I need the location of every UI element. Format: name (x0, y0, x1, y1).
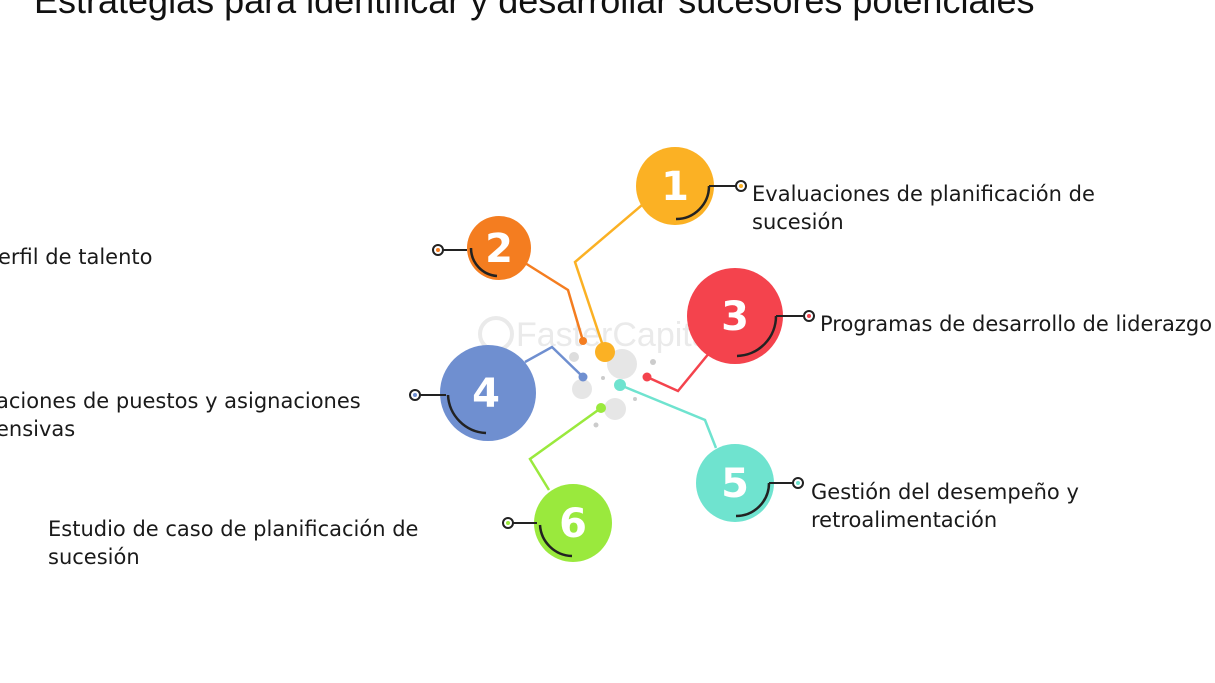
page-title: Estrategias para identificar y desarroll… (34, 0, 1035, 21)
step-6-center-dot (596, 403, 606, 413)
step-2: 2 (432, 216, 587, 345)
step-1-center-dot (595, 342, 615, 362)
step-3-number: 3 (721, 294, 749, 340)
step-6: 6 (502, 403, 612, 562)
step-1-label: Evaluaciones de planificación de sucesió… (752, 180, 1095, 236)
step-4-accent-arc (446, 394, 487, 435)
step-2-label: erfil de talento (0, 243, 152, 271)
step-5-circle (696, 444, 774, 522)
step-6-label-line-2: sucesión (48, 545, 140, 569)
step-5-accent-arc (735, 482, 771, 518)
step-2-leader-dot-fill (436, 248, 440, 252)
step-6-connector (528, 406, 602, 491)
step-3-label: Programas de desarrollo de liderazgo (820, 310, 1212, 338)
center-bubble (593, 422, 599, 428)
step-4-connector (524, 345, 584, 378)
step-5-connector (619, 383, 718, 449)
step-4-circle (440, 345, 536, 441)
step-3: 3 (642, 268, 815, 393)
step-2-number: 2 (485, 226, 513, 272)
step-1-label-line-1: Evaluaciones de planificación de (752, 182, 1095, 206)
step-5-label: Gestión del desempeño y retroalimentació… (811, 478, 1079, 534)
step-6-label: Estudio de caso de planificación de suce… (48, 515, 418, 571)
step-5-label-line-1: Gestión del desempeño y (811, 480, 1079, 504)
step-3-connector (646, 351, 711, 393)
step-6-label-line-1: Estudio de caso de planificación de (48, 517, 419, 541)
center-decoration (569, 349, 656, 428)
step-5-number: 5 (721, 461, 749, 507)
center-bubble (601, 376, 605, 380)
step-2-connector (524, 261, 585, 342)
center-bubble (604, 398, 626, 420)
step-2-accent-arc (469, 247, 498, 278)
step-1-number: 1 (661, 164, 689, 210)
step-4-leader-dot-fill (413, 393, 417, 397)
step-6-leader-dot-fill (506, 521, 510, 525)
step-3-center-dot (642, 372, 652, 382)
step-6-number: 6 (559, 501, 587, 547)
step-1-label-line-2: sucesión (752, 210, 844, 234)
step-4-label-line-2: ensivas (0, 417, 76, 441)
step-2-label-line-1: erfil de talento (0, 245, 153, 269)
step-1: 1 (573, 147, 747, 362)
step-3-label-line-1: Programas de desarrollo de liderazgo (820, 312, 1213, 336)
step-4-number: 4 (472, 371, 500, 417)
step-3-circle (687, 268, 783, 364)
step-4: 4 (409, 345, 588, 441)
step-6-circle (534, 484, 612, 562)
step-5-label-line-2: retroalimentación (811, 508, 998, 532)
center-bubble (569, 352, 579, 362)
step-1-accent-arc (675, 185, 711, 221)
center-bubble (633, 397, 637, 401)
step-2-circle (467, 216, 531, 280)
step-1-leader-dot-fill (739, 184, 743, 188)
step-5: 5 (614, 379, 804, 522)
center-bubble (572, 379, 592, 399)
step-6-accent-arc (538, 524, 573, 558)
step-4-label: aciones de puestos y asignaciones ensiva… (0, 387, 361, 443)
step-3-leader-dot-fill (807, 314, 811, 318)
step-5-leader-dot-fill (796, 481, 800, 485)
step-2-center-dot (579, 337, 587, 345)
step-4-label-line-1: aciones de puestos y asignaciones (0, 389, 361, 413)
step-4-center-dot (578, 372, 588, 382)
step-3-accent-arc (736, 315, 778, 358)
step-5-center-dot (614, 379, 626, 391)
center-bubble (650, 359, 656, 365)
step-1-circle (636, 147, 714, 225)
step-1-connector (573, 204, 643, 353)
center-bubble (607, 349, 637, 379)
